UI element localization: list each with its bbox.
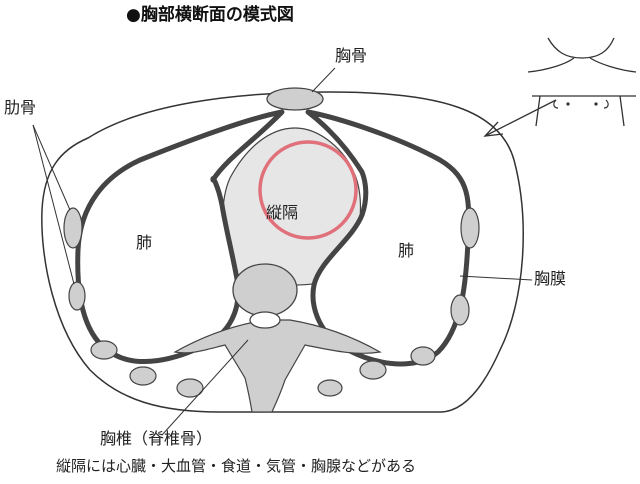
orientation-inset bbox=[527, 37, 637, 127]
right-lung-pleura bbox=[305, 109, 472, 367]
label-mediastinum: 縦隔 bbox=[266, 203, 299, 222]
vertebra-leader-line bbox=[161, 339, 249, 436]
rib-right-back-3 bbox=[317, 379, 343, 397]
label-lung-left: 肺 bbox=[136, 233, 153, 252]
label-pleura: 胸膜 bbox=[534, 269, 567, 288]
label-vertebra: 胸椎（脊椎骨） bbox=[100, 429, 213, 448]
rib-leader-line-1 bbox=[32, 124, 71, 211]
rib-left-back-3 bbox=[176, 378, 204, 398]
rib-left-back-1 bbox=[90, 340, 118, 360]
orientation-arrow-line bbox=[484, 99, 557, 137]
pleura-leader-line bbox=[459, 275, 533, 281]
rib-left-upper bbox=[63, 207, 83, 249]
rib-right-back-1 bbox=[410, 346, 436, 366]
label-sternum: 胸骨 bbox=[335, 46, 368, 65]
label-lung-right: 肺 bbox=[398, 241, 415, 260]
rib-right-upper bbox=[460, 207, 480, 249]
left-lung-pleura bbox=[75, 109, 285, 364]
sternum-leader-line bbox=[311, 67, 336, 93]
spinal-canal bbox=[249, 311, 281, 329]
mediastinum-highlight-circle bbox=[258, 140, 358, 240]
label-rib: 肋骨 bbox=[4, 98, 37, 117]
rib-left-back-2 bbox=[129, 366, 157, 386]
sternum-bone bbox=[266, 87, 324, 111]
diagram-caption: 縦隔には心臓・大血管・食道・気管・胸腺などがある bbox=[56, 457, 417, 475]
rib-right-back-2 bbox=[359, 360, 387, 380]
rib-leader-line-2 bbox=[32, 124, 75, 285]
orientation-arrow-head bbox=[483, 121, 504, 137]
rib-right-lower bbox=[450, 294, 470, 326]
rib-left-lower bbox=[68, 281, 86, 311]
vertebra-body bbox=[232, 263, 298, 317]
diagram-title: ●胸部横断面の模式図 bbox=[126, 5, 294, 25]
